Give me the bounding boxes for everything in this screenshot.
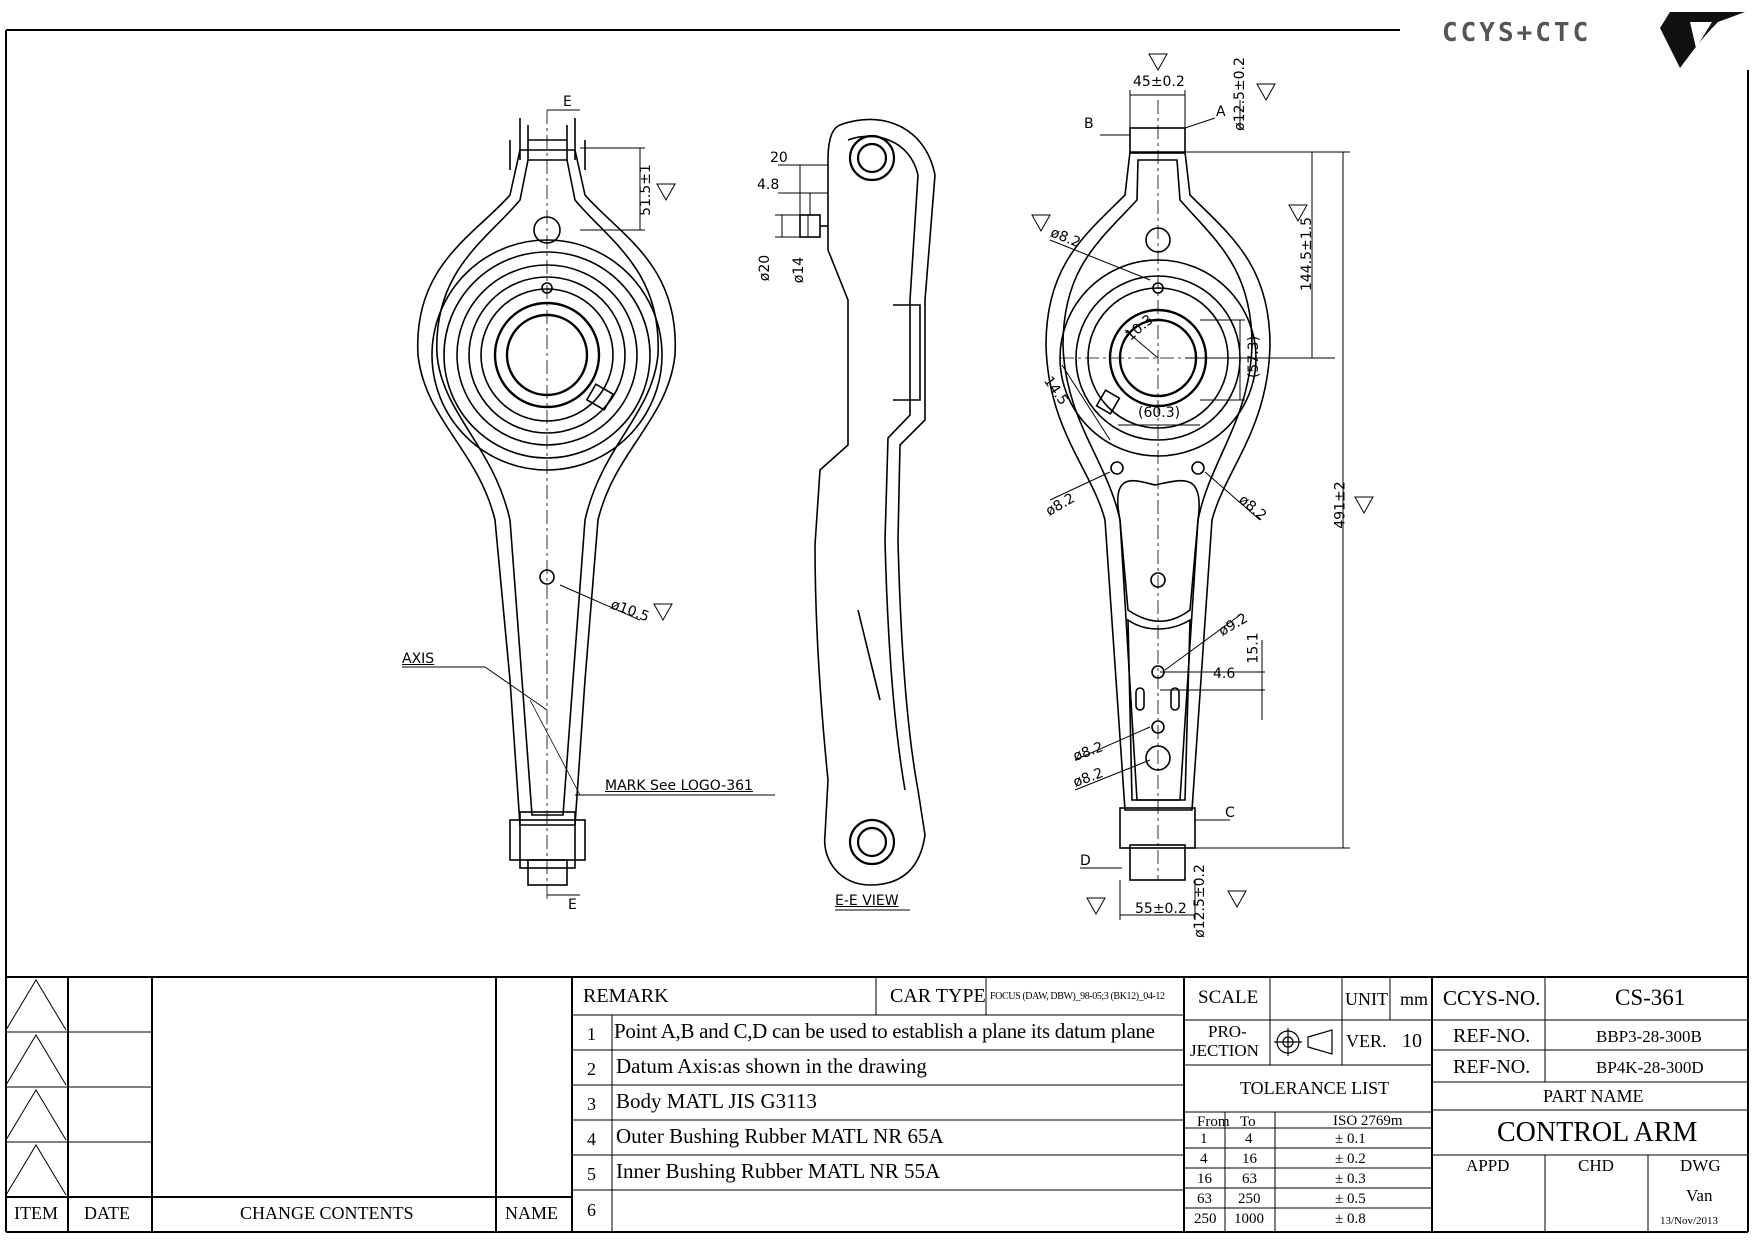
remark-no: 5 [587,1164,596,1184]
tol-to: 16 [1242,1151,1257,1167]
unit-label: UNIT [1345,989,1388,1009]
tol-from: 4 [1200,1151,1208,1167]
tol-header-from: From [1197,1114,1230,1130]
car-type-label: CAR TYPE [890,985,986,1007]
dim-4-6: 4.6 [1213,666,1236,682]
dim-45: 45±0.2 [1133,74,1185,90]
tol-header-to: To [1240,1114,1256,1130]
dim-144-5: 144.5±1.5 [1299,216,1316,292]
tol-value: ± 0.8 [1335,1211,1366,1227]
drawing-date: 13/Nov/2013 [1660,1215,1719,1227]
tol-value: ± 0.5 [1335,1191,1366,1207]
brand-logo: CCYS+CTC [1442,18,1592,48]
tol-value: ± 0.3 [1335,1171,1366,1187]
appd-label: APPD [1466,1156,1510,1175]
unit-value: mm [1400,989,1429,1009]
ref-no-value-1: BBP3-28-300B [1596,1027,1702,1046]
revision-header-item: ITEM [14,1203,58,1223]
remark-text: Inner Bushing Rubber MATL NR 55A [616,1159,941,1183]
remark-no: 4 [587,1129,596,1149]
datum-a: A [1216,104,1226,120]
top-view-drawing [417,110,676,900]
remark-no: 1 [587,1024,596,1044]
projection-label-2: JECTION [1190,1041,1259,1060]
remark-text: Point A,B and C,D can be used to establi… [614,1019,1155,1043]
axis-label: AXIS [402,651,435,667]
tol-from: 1 [1200,1131,1208,1147]
tol-value: ± 0.1 [1335,1131,1366,1147]
dim-20: 20 [770,150,788,166]
tol-to: 4 [1245,1131,1253,1147]
section-label-e-top: E [563,94,572,110]
tol-value: ± 0.2 [1335,1151,1366,1167]
ver-label: VER. [1346,1031,1387,1051]
dim-51-5: 51.5±1 [637,164,654,216]
dim-55: 55±0.2 [1135,901,1187,917]
dim-4-8: 4.8 [757,177,780,193]
remark-no: 2 [587,1059,596,1079]
ref-no-label-1: REF-NO. [1453,1025,1531,1047]
chd-label: CHD [1578,1156,1614,1175]
front-view-dimensions [1031,53,1374,920]
projection-symbol-icon [1274,1028,1333,1056]
dim-491: 491±2 [1332,481,1349,529]
part-name-label: PART NAME [1543,1086,1644,1106]
remark-text: Datum Axis:as shown in the drawing [616,1054,927,1078]
dim-d20: ø20 [757,254,774,282]
dwg-label: DWG [1680,1156,1721,1175]
tol-from: 16 [1197,1171,1212,1187]
brand-mark-icon [1660,12,1745,68]
remark-no: 3 [587,1094,596,1114]
view-label-ee: E-E VIEW [835,893,899,909]
mark-label: MARK See LOGO-361 [605,778,753,794]
ccys-no-label: CCYS-NO. [1443,986,1541,1010]
tol-to: 63 [1242,1171,1257,1187]
tol-from: 250 [1194,1211,1217,1227]
remark-title: REMARK [583,985,669,1007]
revision-header-name: NAME [505,1203,558,1223]
tol-from: 63 [1197,1191,1212,1207]
section-label-e-bottom: E [568,897,577,913]
dim-57-3: (57.3) [1246,335,1263,379]
tol-header-iso: ISO 2769m [1333,1113,1403,1129]
title-block-inner-lines [5,977,1748,1232]
revision-header-change: CHANGE CONTENTS [240,1203,414,1223]
ver-value: 10 [1402,1030,1422,1052]
remark-no: 6 [587,1200,596,1220]
datum-c: C [1225,805,1235,821]
dim-d12-5-bottom: ø12.5±0.2 [1191,864,1208,938]
revision-header-date: DATE [84,1203,130,1223]
ccys-no-value: CS-361 [1615,985,1686,1010]
datum-d: D [1080,853,1091,869]
drawer-name: Van [1686,1186,1713,1205]
tolerance-title: TOLERANCE LIST [1240,1078,1390,1098]
tol-to: 1000 [1234,1211,1264,1227]
scale-label: SCALE [1198,987,1259,1008]
datum-b: B [1084,116,1094,132]
part-name-value: CONTROL ARM [1497,1117,1698,1148]
sheet-frame [5,29,1749,1233]
side-view-drawing [799,118,936,886]
dim-d14: ø14 [791,256,808,284]
top-view-dimensions [402,109,775,896]
remark-text: Body MATL JIS G3113 [616,1089,817,1113]
side-view-dimensions [775,160,910,911]
remark-text: Outer Bushing Rubber MATL NR 65A [616,1124,944,1148]
dim-d12-5-top: ø12.5±0.2 [1231,57,1248,131]
dim-60-3: (60.3) [1138,405,1181,421]
car-type-value: FOCUS (DAW, DBW)_98-05;3 (BK12)_04-12 [990,991,1165,1002]
projection-label: PRO- [1208,1022,1247,1041]
ref-no-value-2: BP4K-28-300D [1596,1058,1704,1077]
tol-to: 250 [1238,1191,1261,1207]
ref-no-label-2: REF-NO. [1453,1056,1531,1078]
dim-15-1: 15.1 [1245,632,1262,664]
